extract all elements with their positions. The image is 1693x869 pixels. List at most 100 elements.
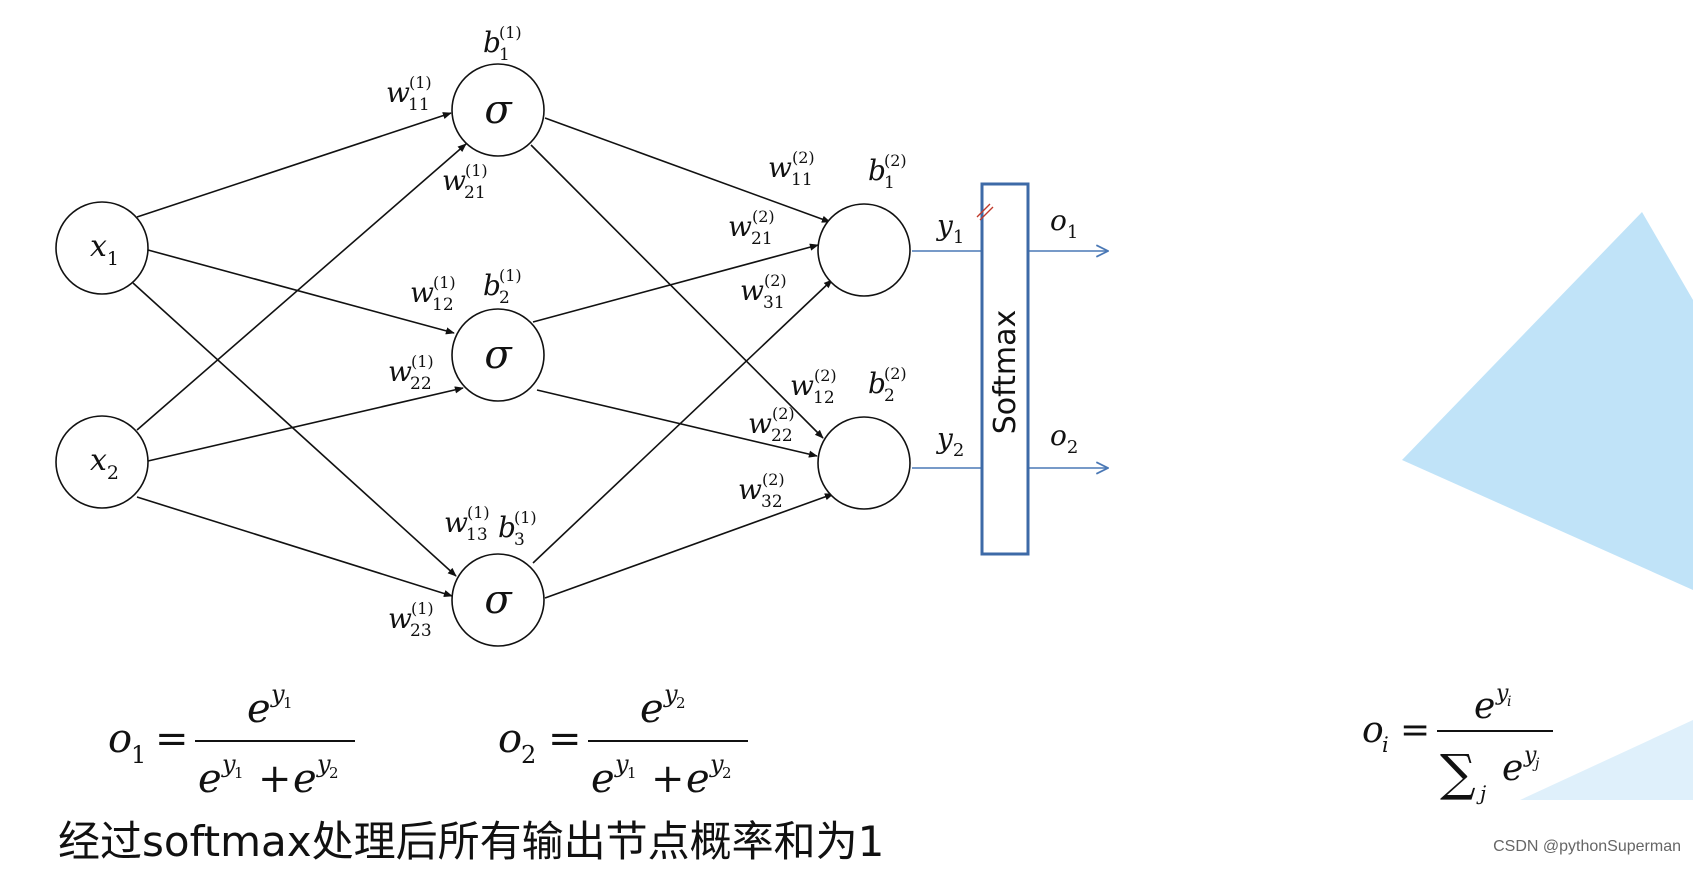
bias-y2: b (2) 2 <box>868 364 907 406</box>
svg-text:w: w <box>728 210 752 243</box>
svg-text:(2): (2) <box>814 366 837 385</box>
svg-text:(2): (2) <box>772 404 795 423</box>
svg-text:y: y <box>1523 743 1537 768</box>
svg-text:23: 23 <box>410 621 432 641</box>
svg-text:i: i <box>1382 733 1389 757</box>
svg-text:=: = <box>548 716 582 762</box>
svg-text:11: 11 <box>791 170 813 190</box>
watermark-credit: CSDN @pythonSuperman <box>1493 838 1681 855</box>
svg-text:b: b <box>483 26 501 59</box>
node-h2 <box>451 308 545 402</box>
svg-text:w: w <box>410 276 434 309</box>
weight-w21-2: w (2) 21 <box>728 207 775 249</box>
svg-text:(1): (1) <box>411 352 434 371</box>
svg-text:y: y <box>316 750 331 778</box>
cursor-mark-icon <box>976 203 994 221</box>
node-x2 <box>55 415 149 509</box>
svg-text:3: 3 <box>514 530 525 550</box>
weight-w22-2: w (2) 22 <box>748 404 795 446</box>
svg-text:13: 13 <box>466 525 488 545</box>
svg-text:2: 2 <box>499 288 510 308</box>
label-y1: y1 <box>935 209 964 248</box>
sigma-h1: σ <box>484 87 513 133</box>
svg-text:w: w <box>442 164 466 197</box>
svg-text:(2): (2) <box>752 207 775 226</box>
svg-text:1: 1 <box>499 45 510 65</box>
svg-text:e: e <box>293 756 317 802</box>
weight-w31-2: w (2) 31 <box>740 271 787 313</box>
edge-x2-h1 <box>136 143 467 431</box>
svg-text:(1): (1) <box>499 266 522 285</box>
svg-text:e: e <box>1474 686 1495 727</box>
svg-text:e: e <box>1502 748 1523 789</box>
edge-x1-h3 <box>132 282 457 577</box>
svg-text:b: b <box>498 511 516 544</box>
svg-text:w: w <box>386 76 410 109</box>
svg-text:2: 2 <box>884 386 895 406</box>
svg-text:2: 2 <box>521 741 536 769</box>
svg-text:b: b <box>868 367 886 400</box>
svg-text:(1): (1) <box>409 73 432 92</box>
output-lines <box>912 251 1108 468</box>
svg-text:j: j <box>1476 781 1486 805</box>
edge-h1-y2 <box>530 144 824 439</box>
svg-text:31: 31 <box>763 293 785 313</box>
node-h1 <box>451 63 545 157</box>
svg-text:w: w <box>768 151 792 184</box>
edge-x2-h3 <box>136 496 453 598</box>
svg-text:(2): (2) <box>764 271 787 290</box>
svg-text:e: e <box>591 756 615 802</box>
svg-text:1: 1 <box>234 764 244 782</box>
svg-text:1: 1 <box>884 173 895 193</box>
softmax-label: Softmax <box>988 310 1023 435</box>
bias-y1: b (2) 1 <box>868 151 907 193</box>
svg-text:j: j <box>1532 756 1540 772</box>
svg-text:y: y <box>614 750 629 778</box>
sigma-h2: σ <box>484 332 513 378</box>
hidden-nodes <box>451 63 545 647</box>
weight-w12-1: w (1) 12 <box>410 273 456 315</box>
svg-text:w: w <box>388 602 412 635</box>
weight-w12-2: w (2) 12 <box>790 366 837 408</box>
svg-text:21: 21 <box>751 229 773 249</box>
svg-text:w: w <box>444 506 468 539</box>
svg-text:w: w <box>748 407 772 440</box>
formula-oi: o i = e y i ∑ j e y j <box>1362 681 1553 805</box>
decorative-triangle <box>1402 212 1693 590</box>
svg-text:i: i <box>1507 694 1511 710</box>
svg-text:11: 11 <box>408 95 430 115</box>
svg-text:o: o <box>498 716 522 762</box>
label-x1: x1 <box>90 229 119 270</box>
softmax-box <box>980 182 1030 556</box>
svg-text:w: w <box>388 355 412 388</box>
edge-h3-y1 <box>532 279 833 564</box>
node-y2 <box>817 416 911 510</box>
svg-text:y: y <box>709 750 724 778</box>
label-o2: o2 <box>1050 419 1078 458</box>
svg-text:21: 21 <box>464 183 486 203</box>
svg-text:=: = <box>155 716 189 762</box>
svg-text:y: y <box>270 680 285 708</box>
svg-text:+: + <box>651 756 685 802</box>
weight-w13-1: w (1) 13 <box>444 503 490 545</box>
weight-w22-1: w (1) 22 <box>388 352 434 394</box>
bias-h1: b (1) 1 <box>483 23 522 65</box>
label-o1: o1 <box>1050 204 1078 243</box>
svg-text:o: o <box>108 716 132 762</box>
label-x2: x2 <box>90 443 119 484</box>
svg-text:e: e <box>198 756 222 802</box>
svg-text:(1): (1) <box>411 599 434 618</box>
svg-text:=: = <box>1400 710 1430 751</box>
weight-w23-1: w (1) 23 <box>388 599 434 641</box>
caption-text: 经过softmax处理后所有输出节点概率和为1 <box>58 817 885 866</box>
edge-x2-h2 <box>147 386 464 462</box>
svg-text:y: y <box>1495 681 1509 706</box>
weight-w11-1: w (1) 11 <box>386 73 432 115</box>
svg-text:(2): (2) <box>884 364 907 383</box>
svg-text:w: w <box>740 274 764 307</box>
svg-text:b: b <box>868 154 886 187</box>
svg-text:w: w <box>738 473 762 506</box>
input-nodes <box>55 201 149 509</box>
edge-h2-y1 <box>532 243 819 323</box>
